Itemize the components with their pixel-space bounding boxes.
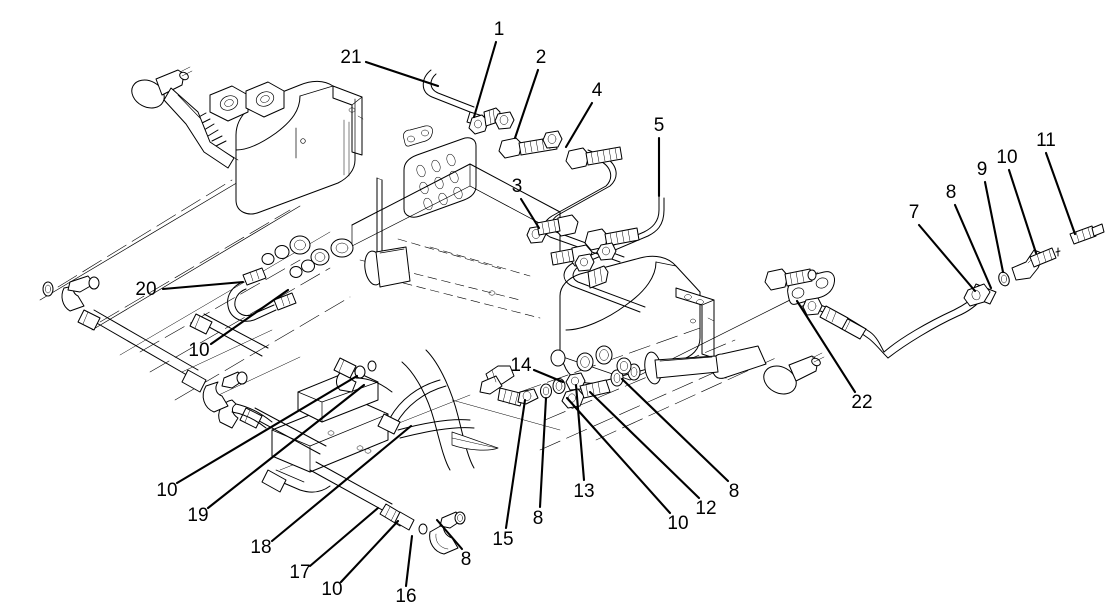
callout-leader-line	[504, 398, 527, 530]
callout-number-label: 11	[1036, 130, 1056, 151]
callout-number-label: 7	[909, 202, 920, 223]
callout-leader-line	[953, 203, 993, 290]
callout-13: 13	[573, 383, 595, 502]
callout-22: 22	[795, 299, 873, 413]
callout-leader-line	[574, 383, 586, 482]
callout-number-label: 4	[592, 80, 603, 101]
callout-number-label: 10	[188, 340, 209, 361]
left-bottom-hose-assembly	[42, 275, 475, 555]
callout-10: 10	[321, 519, 400, 600]
callout-number-label: 10	[667, 513, 688, 534]
callout-leader-line	[161, 280, 245, 291]
callout-17: 17	[289, 506, 380, 583]
callout-1: 1	[472, 19, 505, 119]
callout-8: 8	[946, 182, 993, 290]
callout-number-label: 10	[156, 480, 177, 501]
callout-16: 16	[395, 534, 417, 607]
callout-number-label: 12	[695, 498, 716, 519]
callout-5: 5	[654, 115, 665, 198]
callout-leader-line	[532, 368, 565, 384]
callout-leader-line	[564, 101, 594, 149]
callout-7: 7	[909, 202, 977, 293]
callout-leader-line	[538, 396, 548, 509]
callout-number-label: 1	[494, 19, 505, 40]
callout-number-label: 22	[851, 392, 872, 413]
callout-leader-line	[435, 518, 464, 551]
callout-number-label: 14	[510, 355, 532, 376]
callout-leader-line	[565, 396, 672, 515]
callout-leader-line	[175, 374, 359, 485]
callout-12: 12	[588, 390, 717, 519]
callout-21: 21	[340, 47, 440, 88]
callout-number-label: 19	[187, 505, 208, 526]
callout-11: 11	[1036, 130, 1077, 236]
callout-leader-line	[206, 383, 366, 510]
callout-2: 2	[513, 47, 547, 140]
callout-number-label: 8	[533, 508, 544, 529]
callout-leader-line	[620, 377, 730, 483]
callout-leader-line	[308, 506, 380, 568]
callout-number-label: 2	[536, 47, 547, 68]
callout-8: 8	[533, 396, 548, 529]
callout-leader-line	[364, 60, 440, 88]
callout-leader-line	[588, 390, 701, 500]
callout-number-label: 8	[946, 182, 957, 203]
callout-leader-line	[917, 223, 977, 293]
callout-leader-line	[1044, 151, 1077, 236]
callout-4: 4	[564, 80, 603, 149]
perforation-holes	[416, 153, 463, 211]
callout-leader-line	[209, 288, 290, 346]
callout-number-label: 13	[573, 481, 594, 502]
callout-number-label: 5	[654, 115, 665, 136]
callout-number-label: 20	[135, 279, 156, 300]
callout-leader-line	[339, 519, 400, 584]
callout-leader-line	[513, 68, 540, 140]
callout-10: 10	[156, 374, 359, 501]
callout-20: 20	[135, 279, 245, 300]
callout-leader-line	[983, 180, 1005, 274]
callout-number-label: 10	[321, 579, 342, 600]
callout-leader-line	[404, 534, 414, 588]
callout-number-label: 18	[250, 537, 271, 558]
callout-8: 8	[435, 518, 472, 570]
callout-leader-line	[795, 299, 857, 394]
center-bottom-fitting-cluster	[479, 265, 641, 409]
chassis-frame-group	[39, 80, 791, 473]
callout-leader-line	[270, 424, 413, 543]
left-steering-cylinder	[131, 66, 239, 169]
callout-18: 18	[250, 424, 413, 558]
callout-number-label: 3	[512, 176, 523, 197]
callout-10: 10	[188, 288, 290, 361]
upper-bolt-nut-cluster	[468, 107, 640, 272]
callout-number-label: 8	[461, 549, 472, 570]
callout-number-label: 10	[996, 147, 1017, 168]
callout-19: 19	[187, 383, 366, 526]
callout-leader-line	[1007, 168, 1038, 255]
callout-9: 9	[977, 159, 1005, 274]
right-hose-assembly	[764, 223, 1105, 359]
callout-number-label: 21	[340, 47, 361, 68]
callout-10: 10	[996, 147, 1038, 255]
callout-number-label: 8	[729, 481, 740, 502]
callout-number-label: 17	[289, 562, 310, 583]
center-cylinder-tube	[261, 235, 411, 288]
callout-leader-line	[519, 197, 541, 230]
callout-number-label: 15	[492, 529, 513, 550]
callout-15: 15	[492, 398, 527, 550]
callout-number-label: 16	[395, 586, 416, 607]
callout-number-label: 9	[977, 159, 988, 180]
lower-left-small-hose	[231, 403, 273, 429]
right-steering-cylinder	[644, 345, 825, 395]
callout-8: 8	[620, 377, 740, 502]
callout-10: 10	[565, 396, 689, 534]
callout-leader-line	[472, 40, 498, 119]
callout-14: 14	[510, 355, 565, 384]
callout-3: 3	[512, 176, 541, 230]
